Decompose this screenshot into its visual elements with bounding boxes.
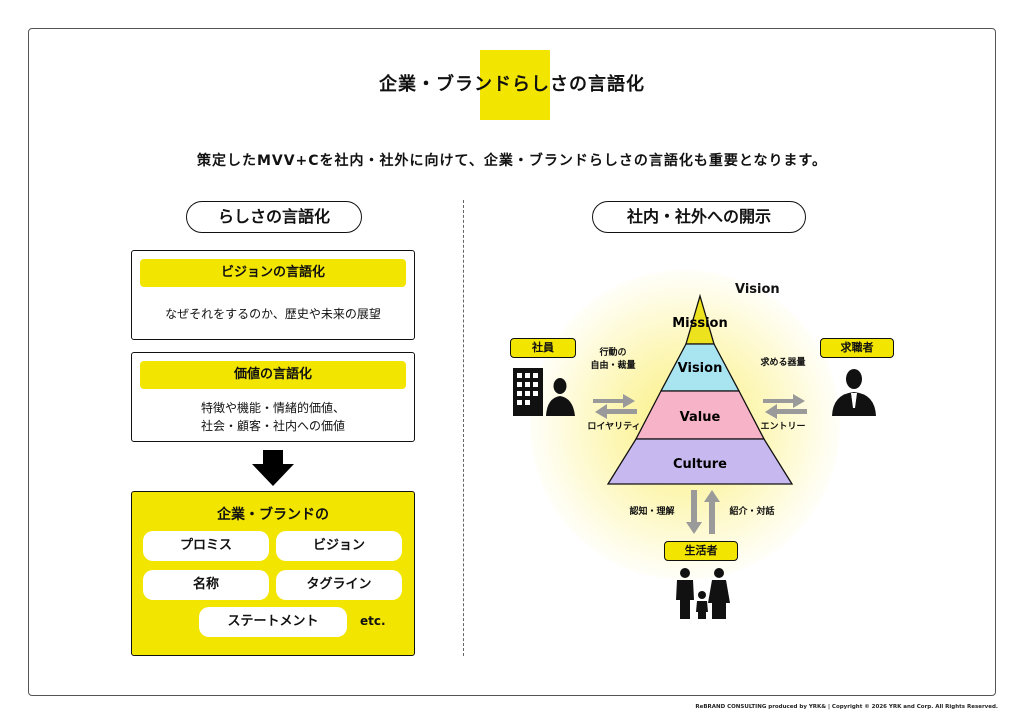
mvvc-pyramid: Mission Vision Value Culture [606, 293, 794, 485]
vision-verbalization-body: なぜそれをするのか、歴史や未来の展望 [165, 307, 381, 321]
vision-verbalization-title: ビジョンの言語化 [140, 259, 406, 287]
consumer-right-text: 紹介・対話 [729, 507, 775, 517]
pyramid-label-value: Value [680, 410, 721, 425]
tag-promise: プロミス [143, 531, 269, 561]
candidate-tag: 求職者 [820, 338, 894, 358]
consumer-exchange-arrows-icon [686, 490, 720, 534]
consumer-tag: 生活者 [664, 541, 738, 561]
tag-vision: ビジョン [276, 531, 402, 561]
employee-tag: 社員 [510, 338, 576, 358]
candidate-exchange-arrows-icon [763, 394, 807, 419]
candidate-bottom-text: エントリー [760, 422, 806, 432]
employee-top-text-1: 行動の [599, 348, 627, 358]
employee-bottom-text: ロイヤリティ [587, 422, 641, 432]
brand-output-title: 企業・ブランドの [217, 507, 329, 523]
right-heading: 社内・社外への開示 [592, 201, 806, 233]
footer-copyright: ReBRAND CONSULTING produced by YRK& | Co… [695, 704, 998, 710]
value-verbalization-title: 価値の言語化 [140, 361, 406, 389]
lead-text: 策定したMVV+Cを社内・社外に向けて、企業・ブランドらしさの言語化も重要となり… [196, 153, 828, 169]
employee-top-text-2: 自由・裁量 [590, 361, 636, 371]
value-verbalization-box: 価値の言語化 特徴や機能・情緒的価値、 社会・顧客・社内への価値 [131, 352, 415, 442]
pyramid-level-culture [606, 438, 794, 485]
office-employee-icon [513, 368, 575, 416]
pyramid-label-mission: Mission [672, 316, 728, 331]
content-frame [28, 28, 996, 696]
family-icon [676, 568, 730, 619]
employee-exchange-arrows-icon [593, 394, 637, 419]
value-verbalization-line2: 社会・顧客・社内への価値 [200, 419, 345, 433]
pyramid-top-label: Vision [735, 282, 780, 297]
page-title: 企業・ブランドらしさの言語化 [379, 74, 645, 95]
vision-verbalization-box: ビジョンの言語化 なぜそれをするのか、歴史や未来の展望 [131, 250, 415, 340]
tag-name: 名称 [143, 570, 269, 600]
tag-statement: ステートメント [199, 607, 347, 637]
down-arrow-icon [252, 450, 294, 486]
consumer-left-text: 認知・理解 [629, 507, 675, 517]
left-heading: らしさの言語化 [186, 201, 362, 233]
pyramid-label-vision: Vision [678, 361, 723, 376]
pyramid-label-culture: Culture [673, 457, 727, 472]
candidate-top-text: 求める器量 [760, 358, 806, 368]
tag-tagline: タグライン [276, 570, 402, 600]
title-highlight [480, 50, 550, 120]
section-divider [463, 200, 464, 656]
etc-label: etc. [360, 614, 386, 628]
title-area: 企業・ブランドらしさの言語化 [0, 70, 1024, 96]
value-verbalization-line1: 特徴や機能・情緒的価値、 [200, 401, 345, 415]
job-seeker-icon [832, 369, 876, 416]
